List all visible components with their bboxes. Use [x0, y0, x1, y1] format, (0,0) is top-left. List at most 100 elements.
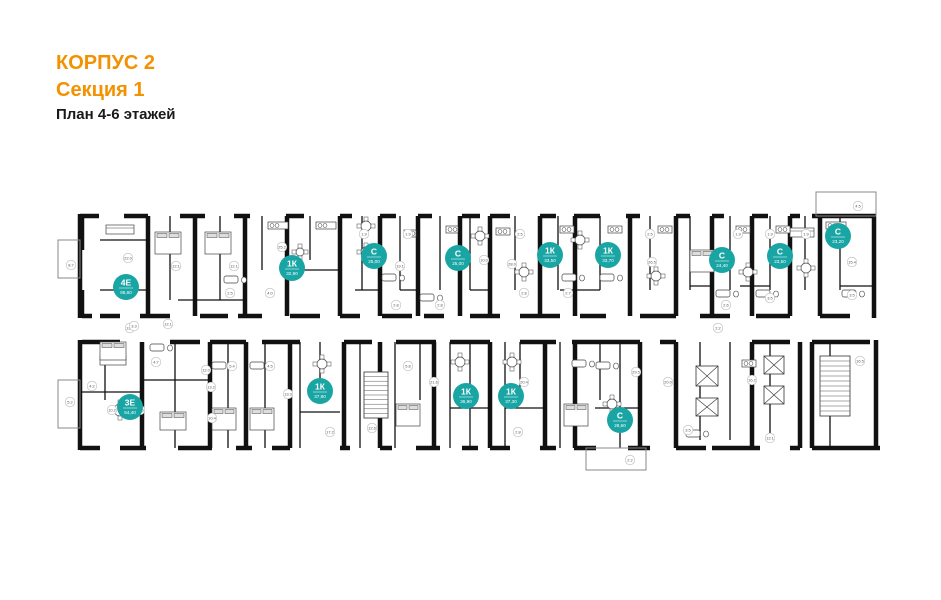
pillow-icon	[224, 409, 235, 414]
room-area-label: 25.2	[278, 244, 287, 249]
apartment-marker-circle	[498, 383, 524, 409]
room-area-badge	[562, 287, 574, 299]
apartment-marker-circle	[279, 255, 305, 281]
room-area-label: 2.8	[515, 429, 521, 434]
stove-icon	[502, 229, 508, 234]
apartment-type: С	[617, 411, 623, 421]
room-area-badge	[358, 228, 370, 240]
room-area-badge	[402, 228, 414, 240]
chair-icon	[602, 401, 608, 407]
apartment-area: 23,50	[774, 259, 786, 264]
chair-icon	[464, 359, 470, 365]
chair-icon	[803, 272, 809, 278]
chair-icon	[570, 237, 576, 243]
chair-icon	[521, 262, 527, 268]
room-area-label: 12.1	[230, 263, 239, 268]
room-area-label: 4.7	[153, 359, 159, 364]
stove-icon	[447, 227, 453, 232]
bathtub-icon	[211, 361, 227, 370]
toilet-icon	[859, 290, 865, 298]
apartment-marker-circle	[113, 274, 139, 300]
room-area-label: 12.1	[766, 435, 775, 440]
room-area-label: 4.5	[855, 203, 861, 208]
table-icon	[454, 356, 466, 368]
room-area-label: 3.5	[849, 292, 855, 297]
apartment-type: 1К	[603, 246, 614, 256]
chair-icon	[660, 273, 666, 279]
room-area-label: 12.6	[368, 425, 377, 430]
room-area-badge	[764, 432, 776, 444]
apartment-area: 33,50	[544, 258, 556, 263]
chair-icon	[577, 244, 583, 250]
stove-icon	[664, 227, 670, 232]
room-area-label: 3.3	[131, 323, 137, 328]
apartment-type: 1К	[506, 387, 517, 397]
room-area-badge	[800, 228, 812, 240]
pillow-icon	[161, 413, 173, 418]
room-area-badge	[366, 422, 378, 434]
bathtub-icon	[249, 361, 265, 370]
chair-icon	[509, 352, 515, 358]
room-area-badge	[854, 355, 866, 367]
apartment-type: 3Е	[125, 398, 136, 408]
room-area-label: 13.2	[207, 384, 216, 389]
chair-icon	[521, 276, 527, 282]
chair-icon	[646, 273, 652, 279]
room-area-badge	[276, 241, 288, 253]
chair-icon	[516, 359, 522, 365]
room-area-badge	[106, 404, 118, 416]
apartment-marker-circle	[767, 243, 793, 269]
room-area-label: 2.5	[647, 231, 653, 236]
apartment-area: 33,70	[602, 258, 614, 263]
room-area-badge	[720, 299, 732, 311]
table-icon	[316, 358, 328, 370]
stove-icon	[566, 227, 572, 232]
room-area-label: 10.2	[108, 407, 117, 412]
room-area-label: 2.8	[437, 302, 443, 307]
stove-icon	[742, 227, 748, 232]
bathtub-icon	[381, 273, 397, 282]
chair-icon	[752, 269, 758, 275]
balcony	[57, 239, 81, 279]
apartment-type: С	[371, 247, 377, 257]
room-area-badge	[846, 289, 858, 301]
apartment-area: 37,80	[314, 394, 326, 399]
chair-icon	[457, 352, 463, 358]
room-area-label: 17.2	[326, 429, 335, 434]
stove-icon	[274, 223, 280, 228]
room-area-label: 29.5	[632, 369, 641, 374]
apartment-marker-circle	[595, 242, 621, 268]
apartment-type: С	[455, 249, 461, 259]
elevator-cross	[763, 355, 785, 375]
apartment-marker-circle	[825, 223, 851, 249]
room-area-badge	[518, 376, 530, 388]
apartment-marker-circle	[361, 243, 387, 269]
toilet-icon	[617, 274, 623, 282]
room-area-badge	[746, 374, 758, 386]
bathtub-icon	[419, 293, 435, 302]
floor-plan-title: План 4-6 этажей	[56, 106, 176, 123]
table-icon	[295, 247, 305, 257]
stove-icon	[782, 227, 788, 232]
apartment-marker: С25,00	[445, 245, 471, 271]
stove-icon	[317, 223, 323, 228]
room-area-badge	[624, 454, 636, 466]
balcony	[585, 447, 647, 471]
chair-icon	[457, 366, 463, 372]
stove-icon	[561, 227, 567, 232]
elevator-cross	[695, 365, 719, 387]
apartment-area: 64,40	[124, 410, 136, 415]
room-area-label: 5.2	[67, 399, 73, 404]
chair-icon	[653, 266, 659, 272]
toilet-icon	[773, 290, 779, 298]
chair-icon	[609, 394, 615, 400]
room-area-badge	[206, 412, 218, 424]
chair-icon	[303, 249, 309, 255]
chair-icon	[363, 216, 369, 222]
chair-icon	[117, 415, 123, 421]
room-area-label: 2.5	[227, 290, 233, 295]
room-area-badge	[324, 426, 336, 438]
toilet-icon	[613, 362, 619, 370]
room-area-label: 5.8	[405, 363, 411, 368]
